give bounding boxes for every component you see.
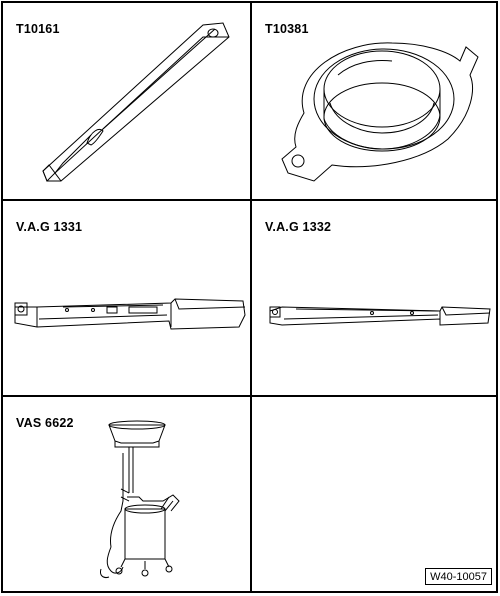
torque-wrench-small-icon — [252, 201, 498, 395]
tool-label-4: V.A.G 1332 — [265, 220, 332, 234]
tool-cell-6-empty: W40-10057 — [252, 397, 498, 591]
oil-drain-unit-icon — [3, 397, 250, 591]
figure-reference: W40-10057 — [425, 568, 492, 585]
tool-label-3: V.A.G 1331 — [16, 220, 83, 234]
tool-label-1: T10161 — [16, 22, 60, 36]
tool-cell-5: VAS 6622 — [3, 397, 250, 591]
tool-label-5: VAS 6622 — [16, 416, 74, 430]
tool-cell-2: T10381 — [252, 3, 498, 199]
wedge-tool-icon — [3, 3, 250, 199]
grid-divider-vertical — [250, 3, 252, 591]
grid-divider-row-2 — [3, 395, 496, 397]
grid-divider-row-1 — [3, 199, 496, 201]
tool-cell-3: V.A.G 1331 — [3, 201, 250, 395]
tool-cell-1: T10161 — [3, 3, 250, 199]
torque-wrench-large-icon — [3, 201, 250, 395]
tool-cell-4: V.A.G 1332 — [252, 201, 498, 395]
ring-adapter-icon — [252, 3, 498, 199]
tool-label-2: T10381 — [265, 22, 309, 36]
